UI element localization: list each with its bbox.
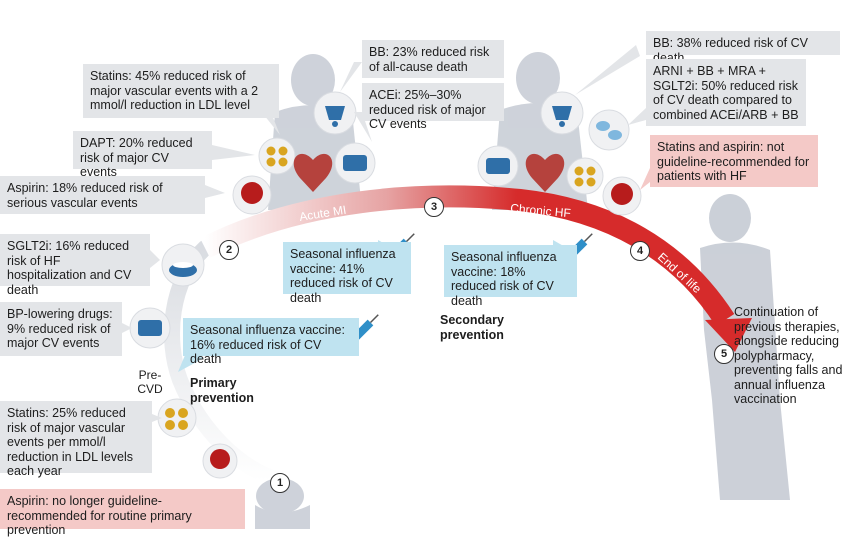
heart-hf-icon [525, 153, 565, 192]
stage-5-marker: 5 [714, 344, 734, 364]
baby-silhouette [255, 478, 310, 529]
arc-arrowhead [705, 318, 752, 352]
connector-bb-mi [340, 62, 362, 92]
bb-mi-box: BB: 23% reduced risk of all-cause death [362, 40, 504, 78]
connector-sglt2i [150, 250, 160, 268]
end-of-life-care-text: Continuation of previous therapies, alon… [734, 305, 843, 406]
aspirin-primary-box: Aspirin: no longer guideline- recommende… [0, 489, 245, 537]
bp-monitor-primary-icon [129, 307, 171, 349]
receptor-hf-icon [540, 91, 584, 135]
aspirin-secondary-box: Aspirin: 18% reduced risk of serious vas… [0, 176, 205, 214]
statins-secondary-box: Statins: 45% reduced risk of major vascu… [83, 64, 279, 118]
bp-lowering-box: BP-lowering drugs: 9% reduced risk of ma… [0, 302, 122, 356]
statins-primary-box: Statins: 25% reduced risk of major vascu… [0, 401, 152, 478]
pill-red-primary-icon [202, 443, 238, 479]
pre-cvd-label: Pre- CVD [137, 368, 163, 396]
sglt2i-box: SGLT2i: 16% reduced risk of HF hospitali… [0, 234, 150, 297]
blue-tablets-icon [588, 109, 630, 151]
connector-statins-primary [152, 414, 162, 422]
yellow-pills-primary-icon [157, 398, 197, 438]
connector-arni [628, 108, 646, 125]
flu-hf-box: Seasonal influenza vaccine: 18% reduced … [444, 245, 577, 308]
stage-2-marker: 2 [219, 240, 239, 260]
stage-4-marker: 4 [630, 241, 650, 261]
bb-hf-box: BB: 38% reduced risk of CV death [646, 31, 840, 65]
chronic-hf-label: Chronic HF [510, 201, 572, 220]
flu-mi-box: Seasonal influenza vaccine: 41% reduced … [283, 242, 411, 305]
pill-red-hf-icon [602, 176, 642, 216]
yellow-pills-hf-icon [566, 157, 604, 195]
connector-dapt [212, 145, 255, 160]
dapt-box: DAPT: 20% reduced risk of major CV event… [73, 131, 212, 179]
acei-box: ACEi: 25%–30% reduced risk of major CV e… [362, 83, 504, 131]
heart-mi-icon [293, 153, 333, 192]
connector-bb-hf [575, 45, 640, 95]
pill-red-secondary-icon [232, 175, 272, 215]
stage-1-marker: 1 [270, 473, 290, 493]
bowl-icon [161, 243, 205, 287]
flu-primary-box: Seasonal influenza vaccine: 16% reduced … [183, 318, 359, 366]
bp-monitor-mi-icon [334, 142, 376, 184]
stage-3-marker: 3 [424, 197, 444, 217]
connector-bp [122, 323, 132, 333]
statins-aspirin-hf-box: Statins and aspirin: not guideline-recom… [650, 135, 818, 187]
arni-box: ARNI + BB + MRA + SGLT2i: 50% reduced ri… [646, 59, 806, 126]
disease-course-arc [200, 185, 735, 327]
connector-acei [354, 112, 372, 142]
primary-prevention-heading: Primary prevention [190, 376, 254, 405]
connector-statins-hf [640, 168, 650, 190]
connector-aspirin-sec [205, 185, 225, 198]
bp-monitor-hf-icon [477, 145, 519, 187]
receptor-mi-icon [313, 91, 357, 135]
yellow-pills-secondary-icon [258, 137, 296, 175]
secondary-prevention-heading: Secondary prevention [440, 313, 504, 342]
